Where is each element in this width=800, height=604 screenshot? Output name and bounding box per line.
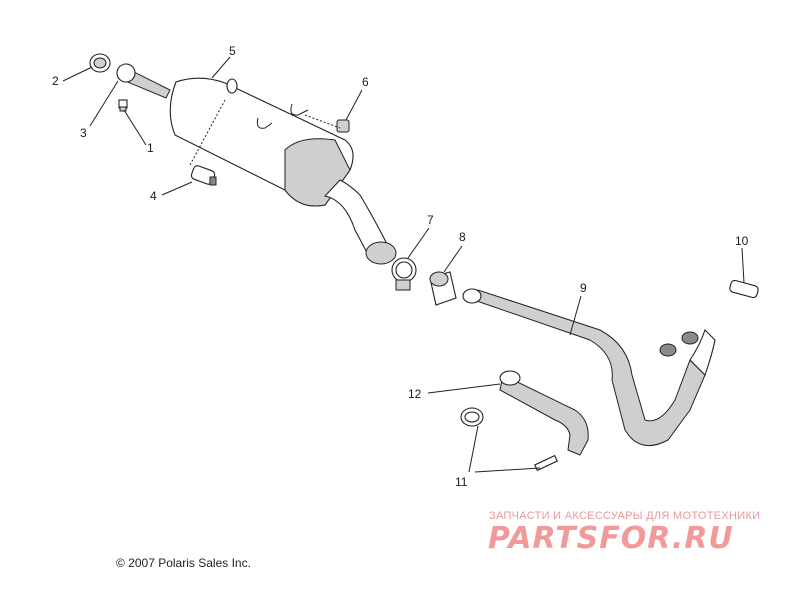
callout-4: 4	[150, 189, 157, 203]
callout-6: 6	[362, 75, 369, 89]
callout-11: 11	[455, 475, 468, 489]
copyright-notice: © 2007 Polaris Sales Inc.	[116, 556, 251, 570]
part-3-arrestor	[116, 63, 171, 99]
part-9-headpipe	[462, 288, 716, 447]
part-7-clamp	[391, 257, 417, 291]
part-1-bolt	[118, 99, 128, 112]
callout-1: 1	[147, 141, 154, 155]
part-10-mount	[729, 279, 759, 299]
callout-10: 10	[735, 234, 749, 248]
callout-12: 12	[408, 387, 422, 401]
part-5-silencer	[169, 77, 354, 207]
callout-8: 8	[459, 230, 466, 244]
watermark-tagline: ЗАПЧАСТИ И АКСЕССУАРЫ ДЛЯ МОТОТЕХНИКИ	[489, 510, 761, 522]
callout-7: 7	[427, 213, 434, 227]
part-11-gasket	[460, 407, 558, 472]
silencer-outlet-pipe	[323, 179, 397, 265]
part-8-sleeve	[429, 271, 457, 306]
callout-5: 5	[229, 44, 236, 58]
part-12-pipe	[499, 370, 589, 456]
part-4-mount	[190, 165, 217, 186]
part-6-nut	[336, 119, 350, 133]
callout-2: 2	[52, 74, 59, 88]
part-2-ring	[89, 53, 111, 73]
leader-lines	[62, 56, 745, 473]
callout-9: 9	[580, 281, 587, 295]
callout-3: 3	[80, 126, 87, 140]
callout-labels: 2 3 1 4 5 6 7 8 9 10 11 12	[52, 44, 749, 489]
watermark-logo: PARTSFOR.RU	[488, 521, 734, 556]
